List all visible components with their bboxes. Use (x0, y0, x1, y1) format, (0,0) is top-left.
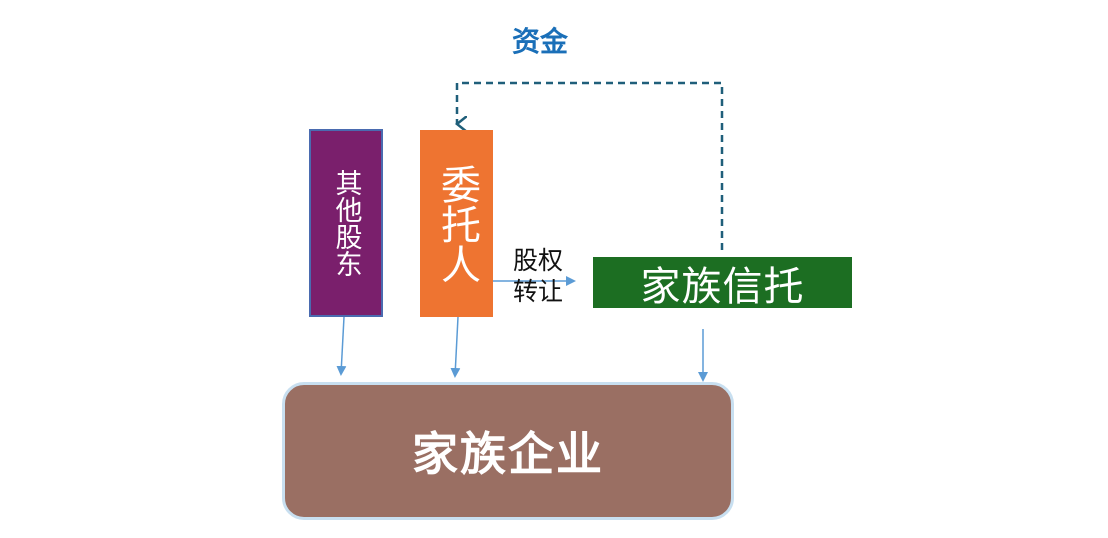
other-shareholders-to-enterprise-arrow (336, 316, 347, 376)
settlor-to-enterprise-arrow (450, 316, 461, 378)
funds-flow-arrow (457, 81, 724, 250)
family-trust-label: 家族信托 (640, 263, 805, 310)
settlor-node: 委托人 (420, 130, 493, 317)
family-enterprise-label: 家族企业 (412, 427, 604, 481)
equity-transfer-label-line2: 转让 (512, 277, 563, 306)
other-shareholders-node: 其他股东 (309, 129, 383, 317)
settlor-label: 委托人 (434, 163, 480, 284)
family-trust-node: 家族信托 (593, 257, 852, 310)
funds-label: 资金 (511, 25, 568, 58)
other-shareholders-label: 其他股东 (330, 169, 362, 277)
equity-transfer-label-line1: 股权 (512, 246, 563, 275)
equity-transfer-label: 股权 转让 (505, 245, 571, 307)
family-enterprise-node: 家族企业 (282, 382, 734, 520)
